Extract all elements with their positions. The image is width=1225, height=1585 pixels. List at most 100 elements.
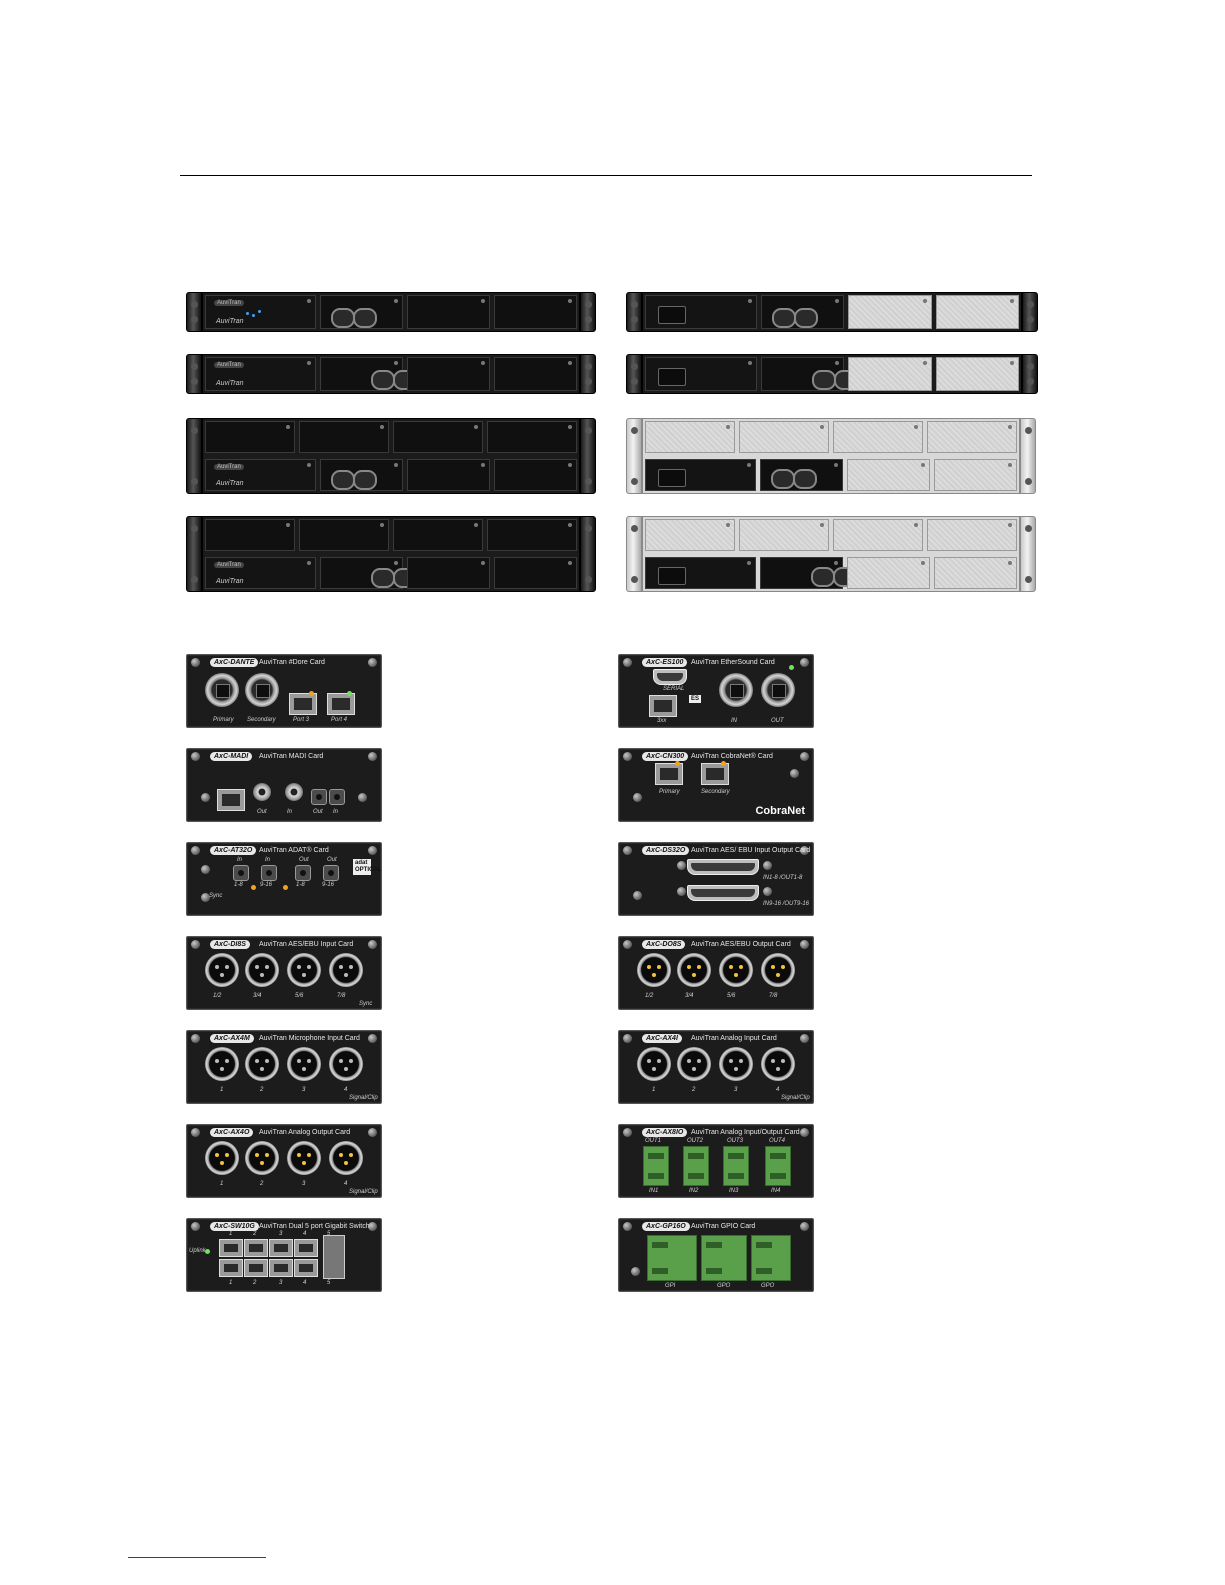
card-mic-in: AxC-AX4M AuviTran Microphone Input Card … [186,1030,382,1104]
card-title: AuviTran Dual 5 port Gigabit Switch [259,1223,370,1230]
card-es100: AxC-ES100 AuviTran EtherSound Card SERIA… [618,654,814,728]
empty-slot [393,519,483,551]
blank-slot [739,421,829,453]
blank-slot [927,519,1017,551]
psu-slot [645,459,757,491]
power-inlet [658,567,686,585]
slot-label: AuviTran [214,362,244,368]
card-analog-out: AxC-AX4O AuviTran Analog Output Card 1 2… [186,1124,382,1198]
card-switch: AxC-SW10G AuviTran Dual 5 port Gigabit S… [186,1218,382,1292]
rack-unit-2u-es100-psu [626,516,1036,592]
card-model: AxC-CN300 [642,752,689,761]
power-inlet [658,306,686,324]
card-aes-out: AxC-DO8S AuviTran AES/EBU Output Card 1/… [618,936,814,1010]
card-title: AuviTran AES/EBU Output Card [691,941,791,948]
card-adat: AxC-AT32O AuviTran ADAT® Card In In Out … [186,842,382,916]
blank-slot [935,357,1019,391]
card-title: AuviTran AES/ EBU Input Output Card [691,847,811,854]
es-logo: ES [689,695,702,703]
card-title: AuviTran AES/EBU Input Card [259,941,354,948]
empty-slot [299,421,389,453]
power-inlet [658,368,686,386]
card-title: AuviTran CobraNet® Card [691,753,773,760]
empty-slot [487,519,577,551]
card-title: AuviTran ADAT® Card [259,847,329,854]
blank-slot [847,557,931,589]
blank-slot [927,421,1017,453]
blank-slot [847,459,931,491]
blank-slot [848,295,932,329]
card-cn300: AxC-CN300 AuviTran CobraNet® Card Primar… [618,748,814,822]
card-title: AuviTran GPIO Card [691,1223,756,1230]
empty-slot [494,295,577,329]
rack-unit-1u-dante-dark: AuviTran AuviTran [186,292,596,332]
card-model: AxC-DS32O [642,846,690,855]
rack-unit-1u-es100-dark: AuviTran AuviTran [186,354,596,394]
rack-unit-2u-es100-dark: AuviTran AuviTran [186,516,596,592]
card-title: AuviTran Analog Input Card [691,1035,777,1042]
blank-slot [739,519,829,551]
auvitran-logo: AuviTran [216,380,244,387]
card-slot-dante [760,295,845,329]
empty-slot [299,519,389,551]
controller-slot: AuviTran AuviTran [205,557,317,589]
controller-slot: AuviTran AuviTran [205,295,317,329]
card-aes-in: AxC-DI8S AuviTran AES/EBU Input Card 1/2… [186,936,382,1010]
blank-slot [645,519,735,551]
empty-slot [205,519,295,551]
empty-slot [205,421,295,453]
rack-unit-1u-es100-psu [626,354,1038,394]
card-model: AxC-DI8S [210,940,250,949]
psu-slot [645,557,757,589]
rack-unit-1u-dante-psu [626,292,1038,332]
card-madi: AxC-MADI AuviTran MADI Card Out In Out I… [186,748,382,822]
power-inlet [658,469,686,487]
rack-unit-2u-dante-psu [626,418,1036,494]
card-slot-es100 [320,357,418,391]
card-analog-in: AxC-AX4I AuviTran Analog Input Card 1 2 … [618,1030,814,1104]
rack-unit-2u-dante-dark: AuviTran AuviTran [186,418,596,494]
blank-slot [833,421,923,453]
card-model: AxC-MADI [210,752,253,761]
card-model: AxC-AT32O [210,846,257,855]
slot-label: AuviTran [214,562,244,568]
blank-slot [645,421,735,453]
card-slot-dante [760,459,844,491]
card-slot-dante [320,295,404,329]
empty-slot [494,557,577,589]
card-slot-dante [320,459,404,491]
card-model: AxC-AX8IO [642,1128,688,1137]
card-title: AuviTran #Dore Card [259,659,325,666]
cobranet-logo: CobraNet [755,805,805,817]
blank-slot [848,357,932,391]
empty-slot [407,295,491,329]
card-model: AxC-GP16O [642,1222,690,1231]
controller-slot: AuviTran AuviTran [205,357,317,391]
slot-label: AuviTran [214,464,244,470]
card-model: AxC-SW10G [210,1222,259,1231]
card-title: AuviTran Analog Output Card [259,1129,351,1136]
blank-slot [833,519,923,551]
card-model: AxC-AX4I [642,1034,682,1043]
empty-slot [407,459,491,491]
card-slot-es100 [760,557,858,589]
adat-optical-logo: adat OPTICAL [353,859,382,875]
empty-slot [494,357,577,391]
psu-slot [645,295,757,329]
controller-slot: AuviTran AuviTran [205,459,317,491]
card-title: AuviTran Analog Input/Output Card [691,1129,800,1136]
empty-slot [393,421,483,453]
card-analog-io: AxC-AX8IO AuviTran Analog Input/Output C… [618,1124,814,1198]
psu-slot [645,357,757,391]
empty-slot [494,459,577,491]
blank-slot [935,295,1019,329]
card-title: AuviTran EtherSound Card [691,659,775,666]
blank-slot [934,459,1017,491]
card-title: AuviTran MADI Card [259,753,324,760]
card-model: AxC-AX4M [210,1034,254,1043]
empty-slot [407,357,491,391]
card-model: AxC-DANTE [210,658,259,667]
footnote-link-rule [128,1557,266,1558]
auvitran-logo: AuviTran [216,578,244,585]
card-aes-io: AxC-DS32O AuviTran AES/ EBU Input Output… [618,842,814,916]
